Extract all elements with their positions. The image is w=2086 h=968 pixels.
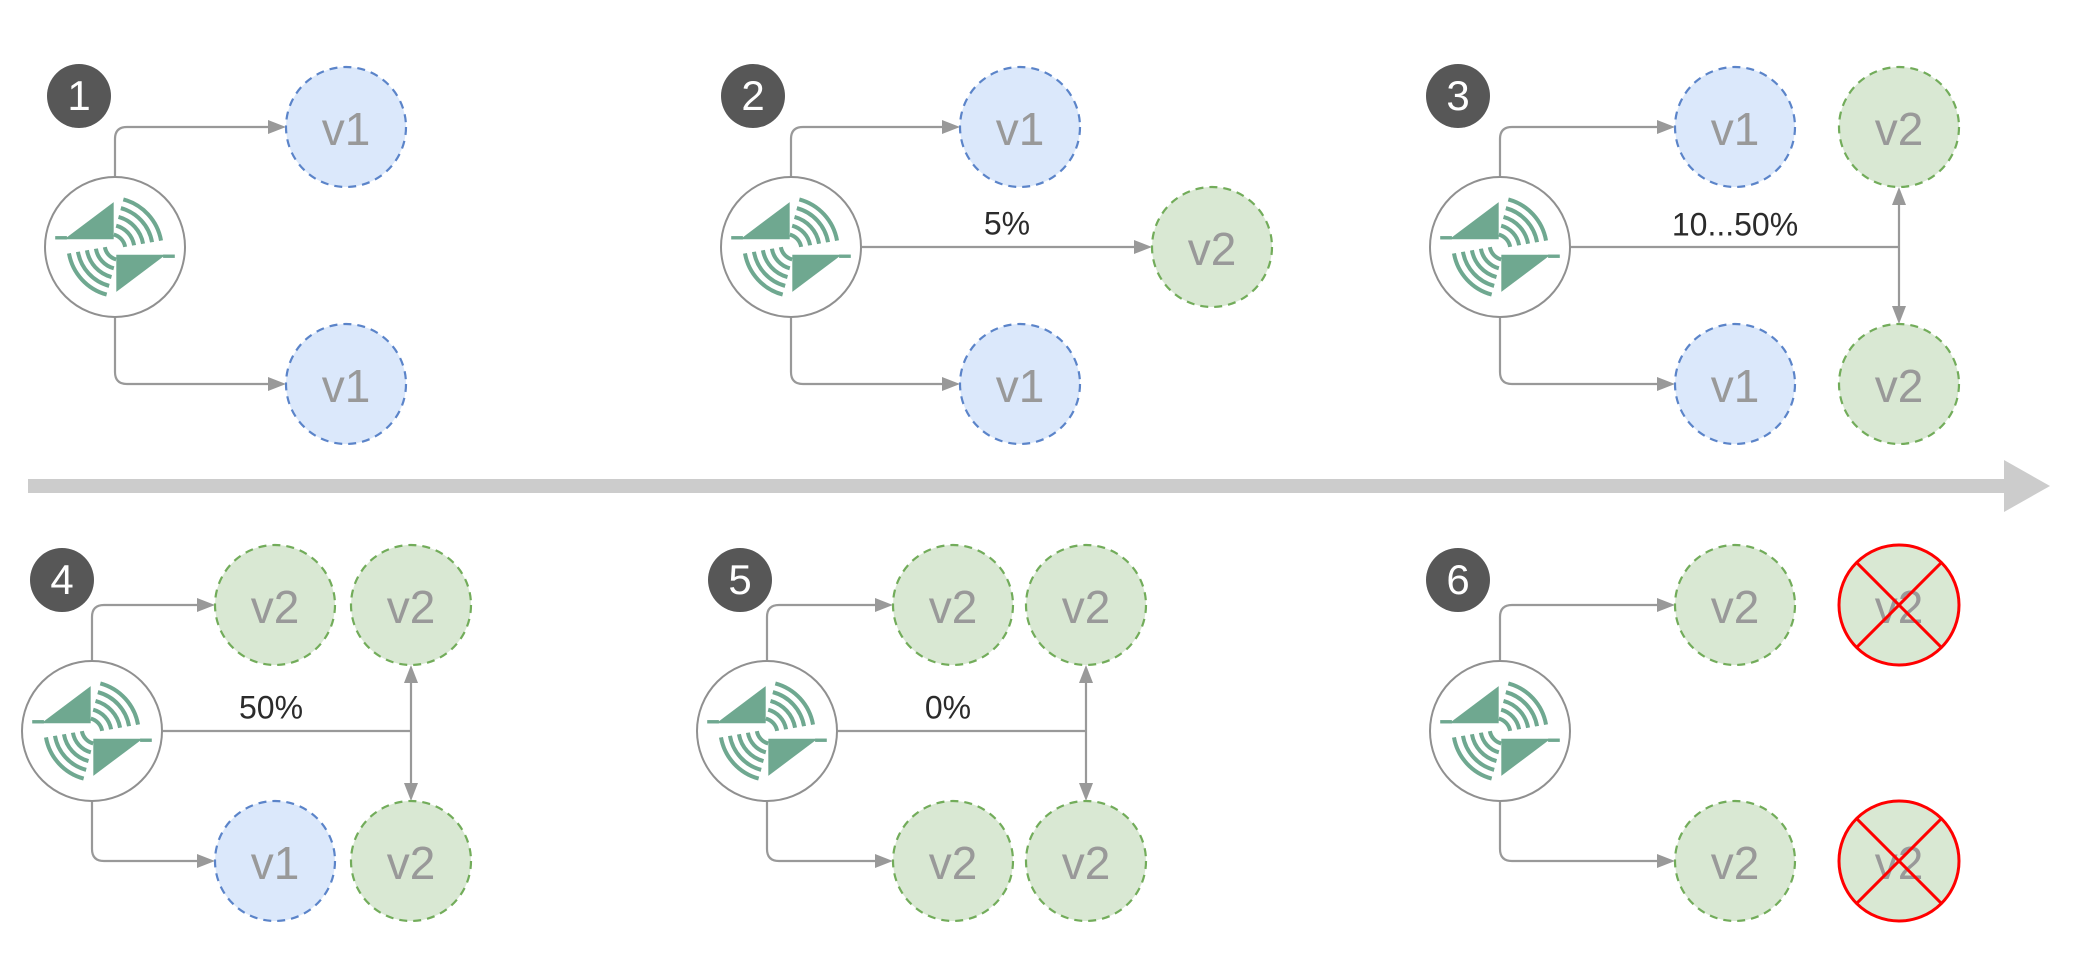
pod-v1: v1 xyxy=(213,799,337,923)
pod-v2: v2 xyxy=(1150,185,1274,309)
pod-v2: v2 xyxy=(1024,799,1148,923)
pod-label: v1 xyxy=(251,837,300,889)
pod-label: v1 xyxy=(322,103,371,155)
traffic-percent-label: 50% xyxy=(238,689,304,726)
traffic-percent-label: 10...50% xyxy=(1671,206,1799,243)
stage-4-connectors xyxy=(90,598,418,868)
traffic-percent-label: 0% xyxy=(924,689,972,726)
stage-4-badge: 4 xyxy=(30,548,94,612)
stage-5-connectors xyxy=(765,598,1093,868)
stage-6-traffic-router-icon xyxy=(1425,656,1575,806)
pod-v2: v2 xyxy=(1673,543,1797,667)
traffic-percent-label: 5% xyxy=(983,205,1031,242)
pod-v2: v2 xyxy=(891,543,1015,667)
pod-label: v1 xyxy=(1711,103,1760,155)
pod-v2: v2 xyxy=(1837,322,1961,446)
timeline-arrow xyxy=(28,460,2050,512)
pod-v1: v1 xyxy=(1673,65,1797,189)
pod-label: v2 xyxy=(1062,581,1111,633)
pod-v1: v1 xyxy=(284,65,408,189)
stage-4-traffic-router-icon xyxy=(17,656,167,806)
stage-5-badge: 5 xyxy=(708,548,772,612)
pod-v2: v2 xyxy=(213,543,337,667)
stage-2-badge: 2 xyxy=(721,64,785,128)
pod-label: v1 xyxy=(996,360,1045,412)
stage-2-traffic-router-icon xyxy=(716,172,866,322)
stage-1-connectors xyxy=(113,120,286,391)
stage-6-connectors xyxy=(1498,598,1675,868)
prune-cross-icon xyxy=(1855,817,1943,905)
prune-cross-icon xyxy=(1855,561,1943,649)
pod-label: v2 xyxy=(1875,103,1924,155)
stage-3-connectors xyxy=(1498,120,1906,391)
pod-label: v2 xyxy=(387,581,436,633)
stage-5-traffic-router-icon xyxy=(692,656,842,806)
pod-v2-pruned: v2 xyxy=(1837,543,1961,667)
pod-v2-pruned: v2 xyxy=(1837,799,1961,923)
pod-label: v1 xyxy=(996,103,1045,155)
pod-v2: v2 xyxy=(349,799,473,923)
pod-label: v2 xyxy=(387,837,436,889)
pod-v1: v1 xyxy=(958,322,1082,446)
pod-v1: v1 xyxy=(1673,322,1797,446)
pod-label: v2 xyxy=(1062,837,1111,889)
stage-6-badge: 6 xyxy=(1426,548,1490,612)
stage-3-badge: 3 xyxy=(1426,64,1490,128)
pod-label: v2 xyxy=(929,581,978,633)
pod-label: v2 xyxy=(929,837,978,889)
pod-v2: v2 xyxy=(1837,65,1961,189)
pod-v1: v1 xyxy=(284,322,408,446)
pod-label: v2 xyxy=(1711,581,1760,633)
pod-v2: v2 xyxy=(1024,543,1148,667)
pod-label: v2 xyxy=(1711,837,1760,889)
pod-v1: v1 xyxy=(958,65,1082,189)
pod-label: v1 xyxy=(1711,360,1760,412)
stage-1-traffic-router-icon xyxy=(40,172,190,322)
pod-label: v2 xyxy=(1875,360,1924,412)
pod-label: v2 xyxy=(251,581,300,633)
stage-1-badge: 1 xyxy=(47,64,111,128)
stage-2-connectors xyxy=(789,120,1152,391)
stage-3-traffic-router-icon xyxy=(1425,172,1575,322)
pod-v2: v2 xyxy=(349,543,473,667)
pod-v2: v2 xyxy=(891,799,1015,923)
pod-v2: v2 xyxy=(1673,799,1797,923)
pod-label: v2 xyxy=(1188,223,1237,275)
pod-label: v1 xyxy=(322,360,371,412)
